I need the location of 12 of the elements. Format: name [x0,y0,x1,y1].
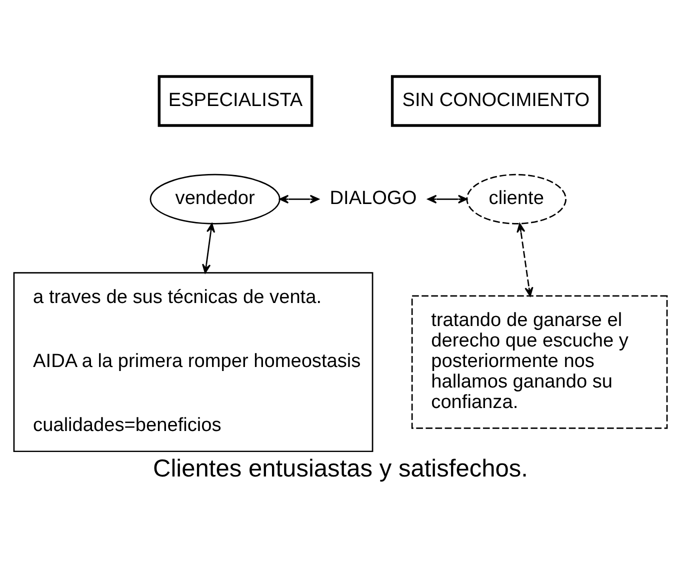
arrow [202,223,216,274]
arrow [516,223,534,297]
node-box: ESPECIALISTA [158,75,314,127]
node-box: tratando de ganarse el derecho que escuche y posteriormente nos hallamos ganando su confianza. [411,295,668,429]
node-ellipse: cliente [466,174,567,224]
node-text: DIALOGO [330,188,417,210]
node-ellipse: vendedor [150,174,280,224]
node-box: a traves de sus técnicas de venta. AIDA a la primera romper homeostasis cualidades=beneficios [13,272,374,452]
caption: Clientes entusiastas y satisfechos. [153,455,528,482]
arrow [427,194,468,204]
arrow [279,194,320,204]
node-box: SIN CONOCIMIENTO [390,75,601,127]
